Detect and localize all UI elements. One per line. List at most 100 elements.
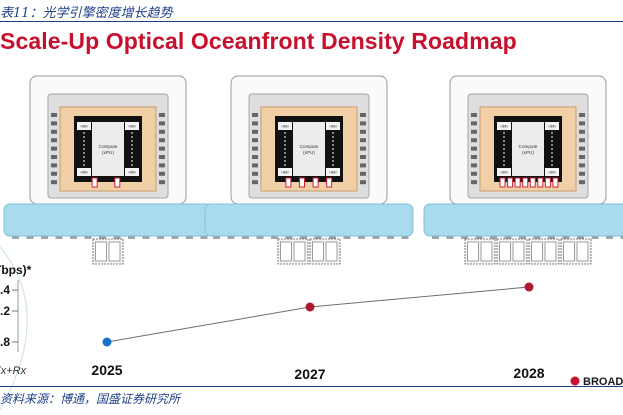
x-label-2028: 2028 xyxy=(513,365,544,381)
fiber-connector xyxy=(560,238,592,265)
fiber-slot xyxy=(467,241,479,262)
board-pin xyxy=(358,236,365,239)
optical-engine xyxy=(552,177,559,188)
board-pin xyxy=(519,236,526,239)
compute-core xyxy=(293,122,325,176)
compute-label: Compute xyxy=(519,144,538,149)
side-pad xyxy=(471,155,477,159)
fiber-slot xyxy=(325,241,338,262)
side-pad xyxy=(471,121,477,126)
hbm-stack xyxy=(326,122,340,130)
fiber-connector xyxy=(92,238,124,265)
board-pin xyxy=(113,236,121,239)
board-pin xyxy=(26,236,34,239)
hbm-label: HBM xyxy=(80,171,87,175)
x-label-2027: 2027 xyxy=(294,366,325,382)
board-pin xyxy=(387,236,394,239)
optical-engine xyxy=(514,177,521,188)
side-pad xyxy=(471,138,477,143)
fiber-connector xyxy=(277,238,309,265)
hbm-label: HBM xyxy=(80,125,87,129)
fiber-slot xyxy=(108,241,121,262)
optical-engine xyxy=(507,177,514,188)
board-pin xyxy=(591,236,599,239)
hbm-label: HBM xyxy=(281,125,288,129)
board-pin xyxy=(128,236,135,239)
board-pin xyxy=(504,236,512,239)
board-pin xyxy=(446,236,454,239)
board-pin xyxy=(372,236,380,239)
side-pad xyxy=(252,138,258,143)
footer-divider xyxy=(0,386,623,387)
side-pad xyxy=(51,121,57,126)
side-pad xyxy=(360,113,366,117)
hbm-stack xyxy=(125,122,139,130)
fiber-connector xyxy=(496,238,528,265)
side-pad xyxy=(252,113,258,117)
fiber-slot xyxy=(576,241,589,262)
side-pad xyxy=(159,171,165,176)
side-pad xyxy=(252,171,258,176)
fiber-slot xyxy=(499,241,511,262)
side-pad xyxy=(159,146,165,151)
hbm-label: HBM xyxy=(548,171,555,175)
y-tick-label: 3.2 xyxy=(0,304,10,318)
board-pin xyxy=(84,236,92,239)
compute-label: (xPU) xyxy=(102,150,114,155)
hbm-stack xyxy=(497,168,511,176)
board-pin xyxy=(242,236,249,239)
board-pin xyxy=(200,236,208,239)
board-pin xyxy=(171,236,179,239)
side-pad xyxy=(159,163,165,168)
x-label-2025: 2025 xyxy=(91,362,122,378)
optical-engine xyxy=(522,177,529,188)
side-pad xyxy=(360,138,366,143)
side-pad xyxy=(51,113,57,117)
board-pin xyxy=(70,236,77,239)
side-pad xyxy=(471,113,477,117)
board-pin xyxy=(157,236,164,239)
side-pad xyxy=(51,129,57,134)
chart-arc xyxy=(0,246,28,411)
board-pin xyxy=(329,236,336,239)
board-pin xyxy=(490,236,497,239)
optical-engine xyxy=(529,177,536,188)
board-pin xyxy=(577,236,584,239)
y-tick-label: 6.4 xyxy=(0,283,10,297)
broadcom-logo: BROAD xyxy=(570,376,623,388)
board-pin xyxy=(271,236,278,239)
hbm-label: HBM xyxy=(548,125,555,129)
y-tick-label: 1.8 xyxy=(0,335,10,349)
optical-engine xyxy=(544,177,551,188)
hbm-label: HBM xyxy=(500,171,507,175)
side-pad xyxy=(51,146,57,151)
side-pad xyxy=(252,121,258,126)
board-pin xyxy=(475,236,483,239)
board-pin xyxy=(285,236,293,239)
side-pad xyxy=(471,129,477,134)
fiber-slot xyxy=(531,241,543,262)
fiber-connector xyxy=(309,238,341,265)
side-pad xyxy=(51,138,57,143)
series-line xyxy=(106,286,530,343)
hbm-stack xyxy=(497,122,511,130)
side-pad xyxy=(360,171,366,176)
slide-title: Scale-Up Optical Oceanfront Density Road… xyxy=(0,28,517,54)
side-pad xyxy=(471,180,477,185)
hbm-stack xyxy=(545,168,559,176)
board-pin xyxy=(227,236,235,239)
hbm-label: HBM xyxy=(329,125,336,129)
hbm-stack xyxy=(278,168,292,176)
optical-engine xyxy=(499,177,506,188)
board-pin xyxy=(606,236,613,239)
hbm-stack xyxy=(125,168,139,176)
hbm-stack xyxy=(77,168,91,176)
side-pad xyxy=(579,129,585,134)
side-pad xyxy=(51,180,57,185)
side-pad xyxy=(360,146,366,151)
hbm-stack xyxy=(326,168,340,176)
fiber-slot xyxy=(480,241,493,262)
